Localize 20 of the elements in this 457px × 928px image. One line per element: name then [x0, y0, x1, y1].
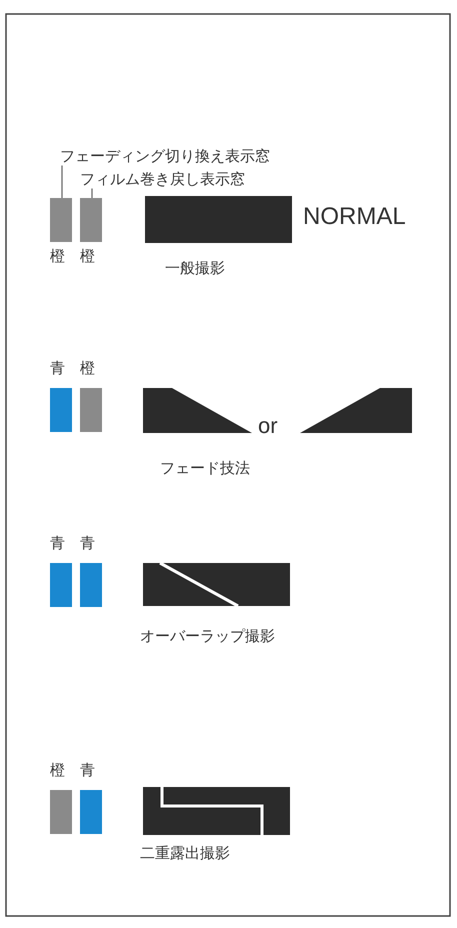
- caption-text: 橙: [50, 248, 65, 264]
- caption-text: 橙: [80, 248, 95, 264]
- mode-label: or: [258, 414, 278, 438]
- caption-text: 青: [80, 535, 95, 552]
- caption-text: 橙: [50, 762, 65, 778]
- caption-text: 青: [50, 360, 65, 376]
- mode-label: NORMAL: [303, 204, 406, 230]
- indicator-window: [50, 198, 72, 242]
- indicator-window: [80, 198, 102, 242]
- callout-text: フェーディング切り換え表示窓: [60, 148, 270, 164]
- caption-text: 青: [80, 762, 95, 778]
- caption-text: オーバーラップ撮影: [140, 628, 275, 644]
- caption-text: 橙: [80, 360, 95, 376]
- leader-line: [61, 166, 63, 198]
- caption-text: フェード技法: [160, 460, 250, 476]
- caption-text: 青: [50, 535, 65, 552]
- caption-text: 一般撮影: [165, 260, 225, 276]
- leader-line: [91, 188, 93, 198]
- callout-text: フィルム巻き戻し表示窓: [80, 171, 245, 188]
- caption-text: 二重露出撮影: [140, 845, 230, 862]
